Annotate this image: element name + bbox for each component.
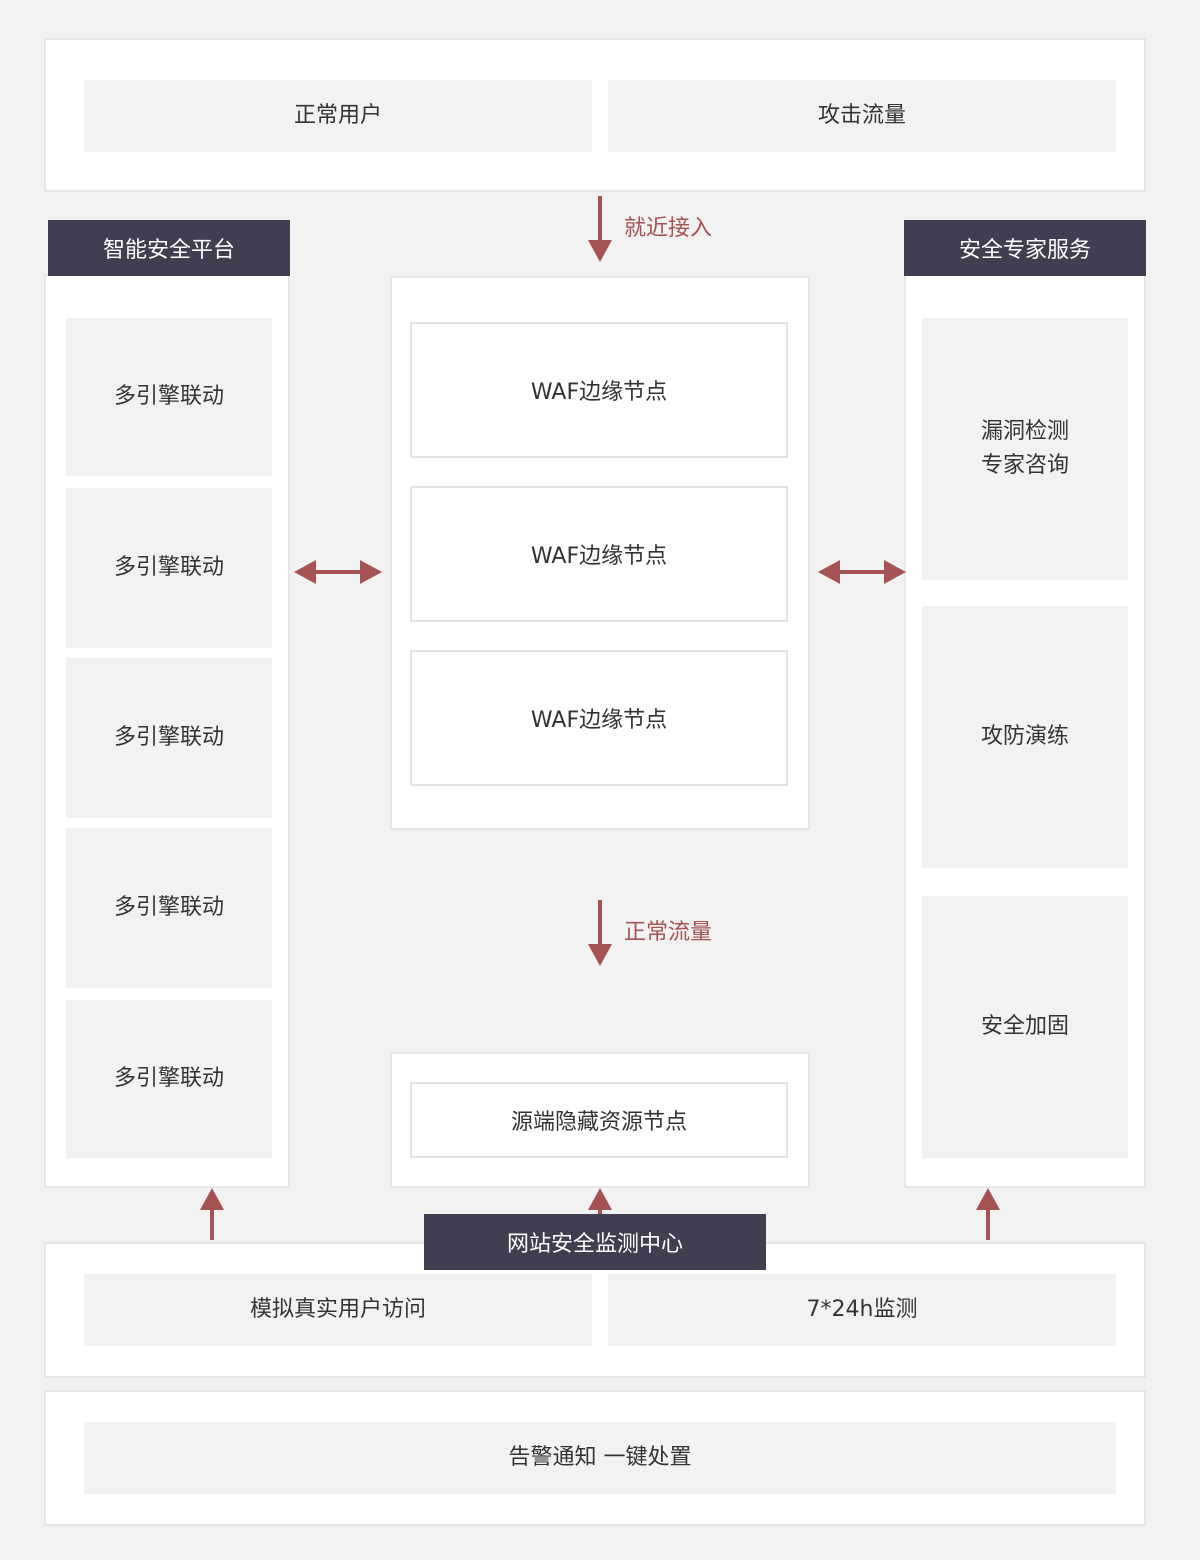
arrow-up-icon (588, 1188, 612, 1214)
security-hardening-box: 安全加固 (922, 896, 1128, 1158)
attack-traffic-box: 攻击流量 (608, 80, 1116, 152)
normal-user-box: 正常用户 (84, 80, 592, 152)
waf-edge-node: WAF边缘节点 (410, 650, 788, 786)
origin-hidden-node: 源端隐藏资源节点 (410, 1082, 788, 1158)
waf-edge-node: WAF边缘节点 (410, 322, 788, 458)
alert-disposal-box: 告警通知 一键处置 (84, 1422, 1116, 1494)
waf-edge-node: WAF边缘节点 (410, 486, 788, 622)
access-flow-label: 就近接入 (624, 216, 713, 241)
engine-linkage-box: 多引擎联动 (66, 488, 272, 648)
arrow-up-icon (200, 1188, 224, 1240)
vulnerability-consulting-box: 漏洞检测 专家咨询 (922, 318, 1128, 580)
attack-defense-drill-box: 攻防演练 (922, 606, 1128, 868)
arrow-down-icon (588, 900, 612, 966)
monitoring-24h-box: 7*24h监测 (608, 1274, 1116, 1346)
expert-service-title: 安全专家服务 (904, 220, 1146, 276)
engine-linkage-box: 多引擎联动 (66, 318, 272, 476)
simulated-access-box: 模拟真实用户访问 (84, 1274, 592, 1346)
engine-linkage-box: 多引擎联动 (66, 828, 272, 988)
arrow-down-icon (588, 196, 612, 262)
monitoring-center-title: 网站安全监测中心 (424, 1214, 766, 1270)
normal-flow-label: 正常流量 (624, 920, 713, 945)
security-platform-title: 智能安全平台 (48, 220, 290, 276)
double-arrow-icon (818, 560, 906, 584)
double-arrow-icon (294, 560, 382, 584)
engine-linkage-box: 多引擎联动 (66, 1000, 272, 1158)
arrow-up-icon (976, 1188, 1000, 1240)
engine-linkage-box: 多引擎联动 (66, 658, 272, 818)
